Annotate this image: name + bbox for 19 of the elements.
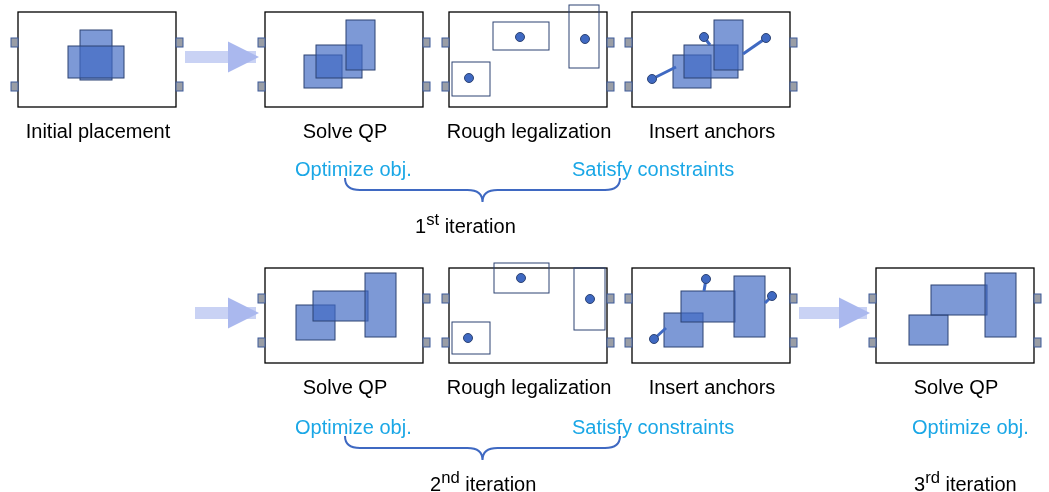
iteration-label: 1$^{st}$ iteration — [415, 210, 516, 238]
iteration-label: 2$^{nd}$ iteration — [430, 468, 537, 492]
step-note: Satisfy constraints — [572, 416, 735, 439]
step-note: Optimize obj. — [912, 416, 1029, 439]
step-caption: Insert anchors — [648, 120, 776, 143]
step-caption: Rough legalization — [446, 376, 612, 399]
step-note: Satisfy constraints — [572, 158, 735, 181]
step-caption: Solve QP — [302, 120, 388, 143]
step-caption: Insert anchors — [648, 376, 776, 399]
step-note: Optimize obj. — [295, 416, 412, 439]
step-caption: Solve QP — [302, 376, 388, 399]
step-caption: Initial placement — [25, 120, 171, 143]
block-arrow — [195, 297, 260, 329]
iteration-label: 3$^{rd}$ iteration — [914, 468, 1017, 492]
step-note: Optimize obj. — [295, 158, 412, 181]
block-arrow — [799, 297, 871, 329]
step-caption: Rough legalization — [446, 120, 612, 143]
step-caption: Solve QP — [913, 376, 999, 399]
block-arrow — [185, 41, 260, 73]
